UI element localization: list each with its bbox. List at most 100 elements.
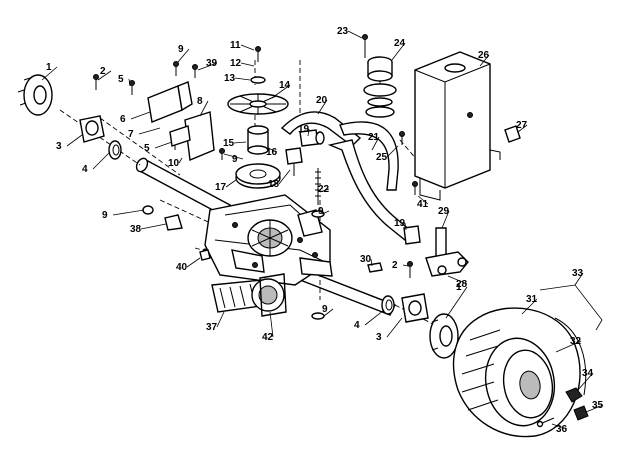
wheel-hub-left	[17, 74, 53, 116]
leader-line-19	[404, 222, 407, 231]
callout-9: 9	[232, 154, 238, 165]
fitting-19-upper	[299, 129, 325, 147]
bracket-6	[147, 81, 193, 123]
leader-line-1	[41, 66, 58, 81]
leader-line-21	[371, 136, 380, 151]
callout-1: 1	[456, 282, 462, 293]
tire-and-wheel	[452, 307, 587, 438]
washer-9-left	[142, 205, 154, 215]
callout-30: 30	[360, 254, 372, 265]
transaxle-body	[204, 194, 333, 286]
bearing-block-right	[401, 293, 429, 323]
leader-line-1	[445, 286, 468, 319]
washer-right	[381, 295, 395, 315]
leader-line-9	[323, 308, 334, 317]
stud-22	[315, 168, 321, 205]
leader-line-10	[178, 157, 183, 164]
leader-line-13	[234, 77, 251, 81]
callout-24: 24	[394, 38, 406, 49]
wheel-hub-right	[429, 313, 459, 359]
leader-line-25	[386, 145, 399, 158]
bearing-block-left	[79, 115, 105, 143]
callout-3: 3	[56, 141, 62, 152]
callout-9: 9	[102, 210, 108, 221]
bracket-8	[169, 111, 215, 162]
callout-16: 16	[266, 147, 278, 158]
callout-23: 23	[337, 26, 349, 37]
lug-nut-35	[573, 405, 589, 421]
callout-35: 35	[592, 400, 604, 411]
callout-17: 17	[215, 182, 227, 193]
plug-27	[504, 125, 521, 143]
leader-line-4	[364, 309, 385, 326]
callout-5: 5	[144, 143, 150, 154]
leader-line-9	[321, 210, 330, 215]
callout-5: 5	[118, 74, 124, 85]
leader-line-9	[223, 153, 244, 160]
callout-6: 6	[120, 114, 126, 125]
callout-13: 13	[224, 73, 236, 84]
washer-13	[250, 76, 266, 84]
lug-nut-34	[565, 387, 583, 403]
leader-line-28	[447, 275, 468, 285]
leader-line-34	[577, 372, 594, 391]
cooling-fan	[227, 93, 289, 115]
leader-line-36	[551, 423, 568, 430]
callout-2: 2	[100, 66, 106, 77]
leader-line-9	[112, 209, 145, 216]
callout-21: 21	[368, 132, 380, 143]
leader-line-5	[128, 78, 131, 87]
axle-shaft	[135, 157, 396, 316]
washer-9-mid	[311, 210, 325, 218]
filter-assembly	[362, 34, 397, 118]
callout-27: 27	[516, 120, 528, 131]
leader-line-15	[233, 141, 247, 144]
leader-line-9	[177, 48, 190, 63]
pulley-17	[235, 163, 281, 189]
callout-9: 9	[318, 206, 324, 217]
fan-hub-15	[247, 125, 269, 155]
callout-22: 22	[318, 184, 330, 195]
leader-line-3	[386, 317, 403, 338]
leader-line-37	[216, 311, 225, 328]
callout-26: 26	[478, 50, 490, 61]
bypass-valve	[425, 227, 469, 277]
callout-31: 31	[526, 294, 538, 305]
callout-14: 14	[279, 80, 291, 91]
callout-1: 1	[46, 62, 52, 73]
leader-line-12	[240, 62, 255, 67]
leader-line-42	[269, 311, 274, 338]
leader-line-2	[402, 264, 409, 267]
leader-line-17	[225, 179, 237, 188]
leader-line-30	[370, 258, 373, 267]
leader-line-32	[555, 340, 582, 353]
leader-line-24	[391, 42, 406, 61]
washer-left	[108, 140, 122, 160]
leader-line-23	[347, 30, 363, 39]
callout-2: 2	[392, 260, 398, 271]
fitting-18	[285, 147, 303, 176]
callout-36: 36	[556, 424, 568, 435]
callout-10: 10	[168, 158, 180, 169]
callout-4: 4	[82, 164, 88, 175]
leader-line-33	[574, 272, 584, 286]
leader-line-18	[278, 169, 291, 185]
callout-25: 25	[376, 152, 388, 163]
callout-33: 33	[572, 268, 584, 279]
leader-line-39	[197, 62, 218, 71]
leader-line-29	[441, 210, 450, 229]
callout-42: 42	[262, 332, 274, 343]
callout-18: 18	[268, 179, 280, 190]
callout-37: 37	[206, 322, 218, 333]
leader-line-38	[140, 223, 167, 230]
leader-line-8	[199, 100, 209, 117]
fitting-38	[164, 214, 183, 231]
leader-line-4	[92, 151, 111, 170]
callout-8: 8	[197, 96, 203, 107]
callout-29: 29	[438, 206, 450, 217]
callout-9: 9	[322, 304, 328, 315]
leader-line-19	[307, 128, 310, 137]
callout-41: 41	[417, 199, 429, 210]
callout-19: 19	[394, 218, 406, 229]
callout-38: 38	[130, 224, 142, 235]
